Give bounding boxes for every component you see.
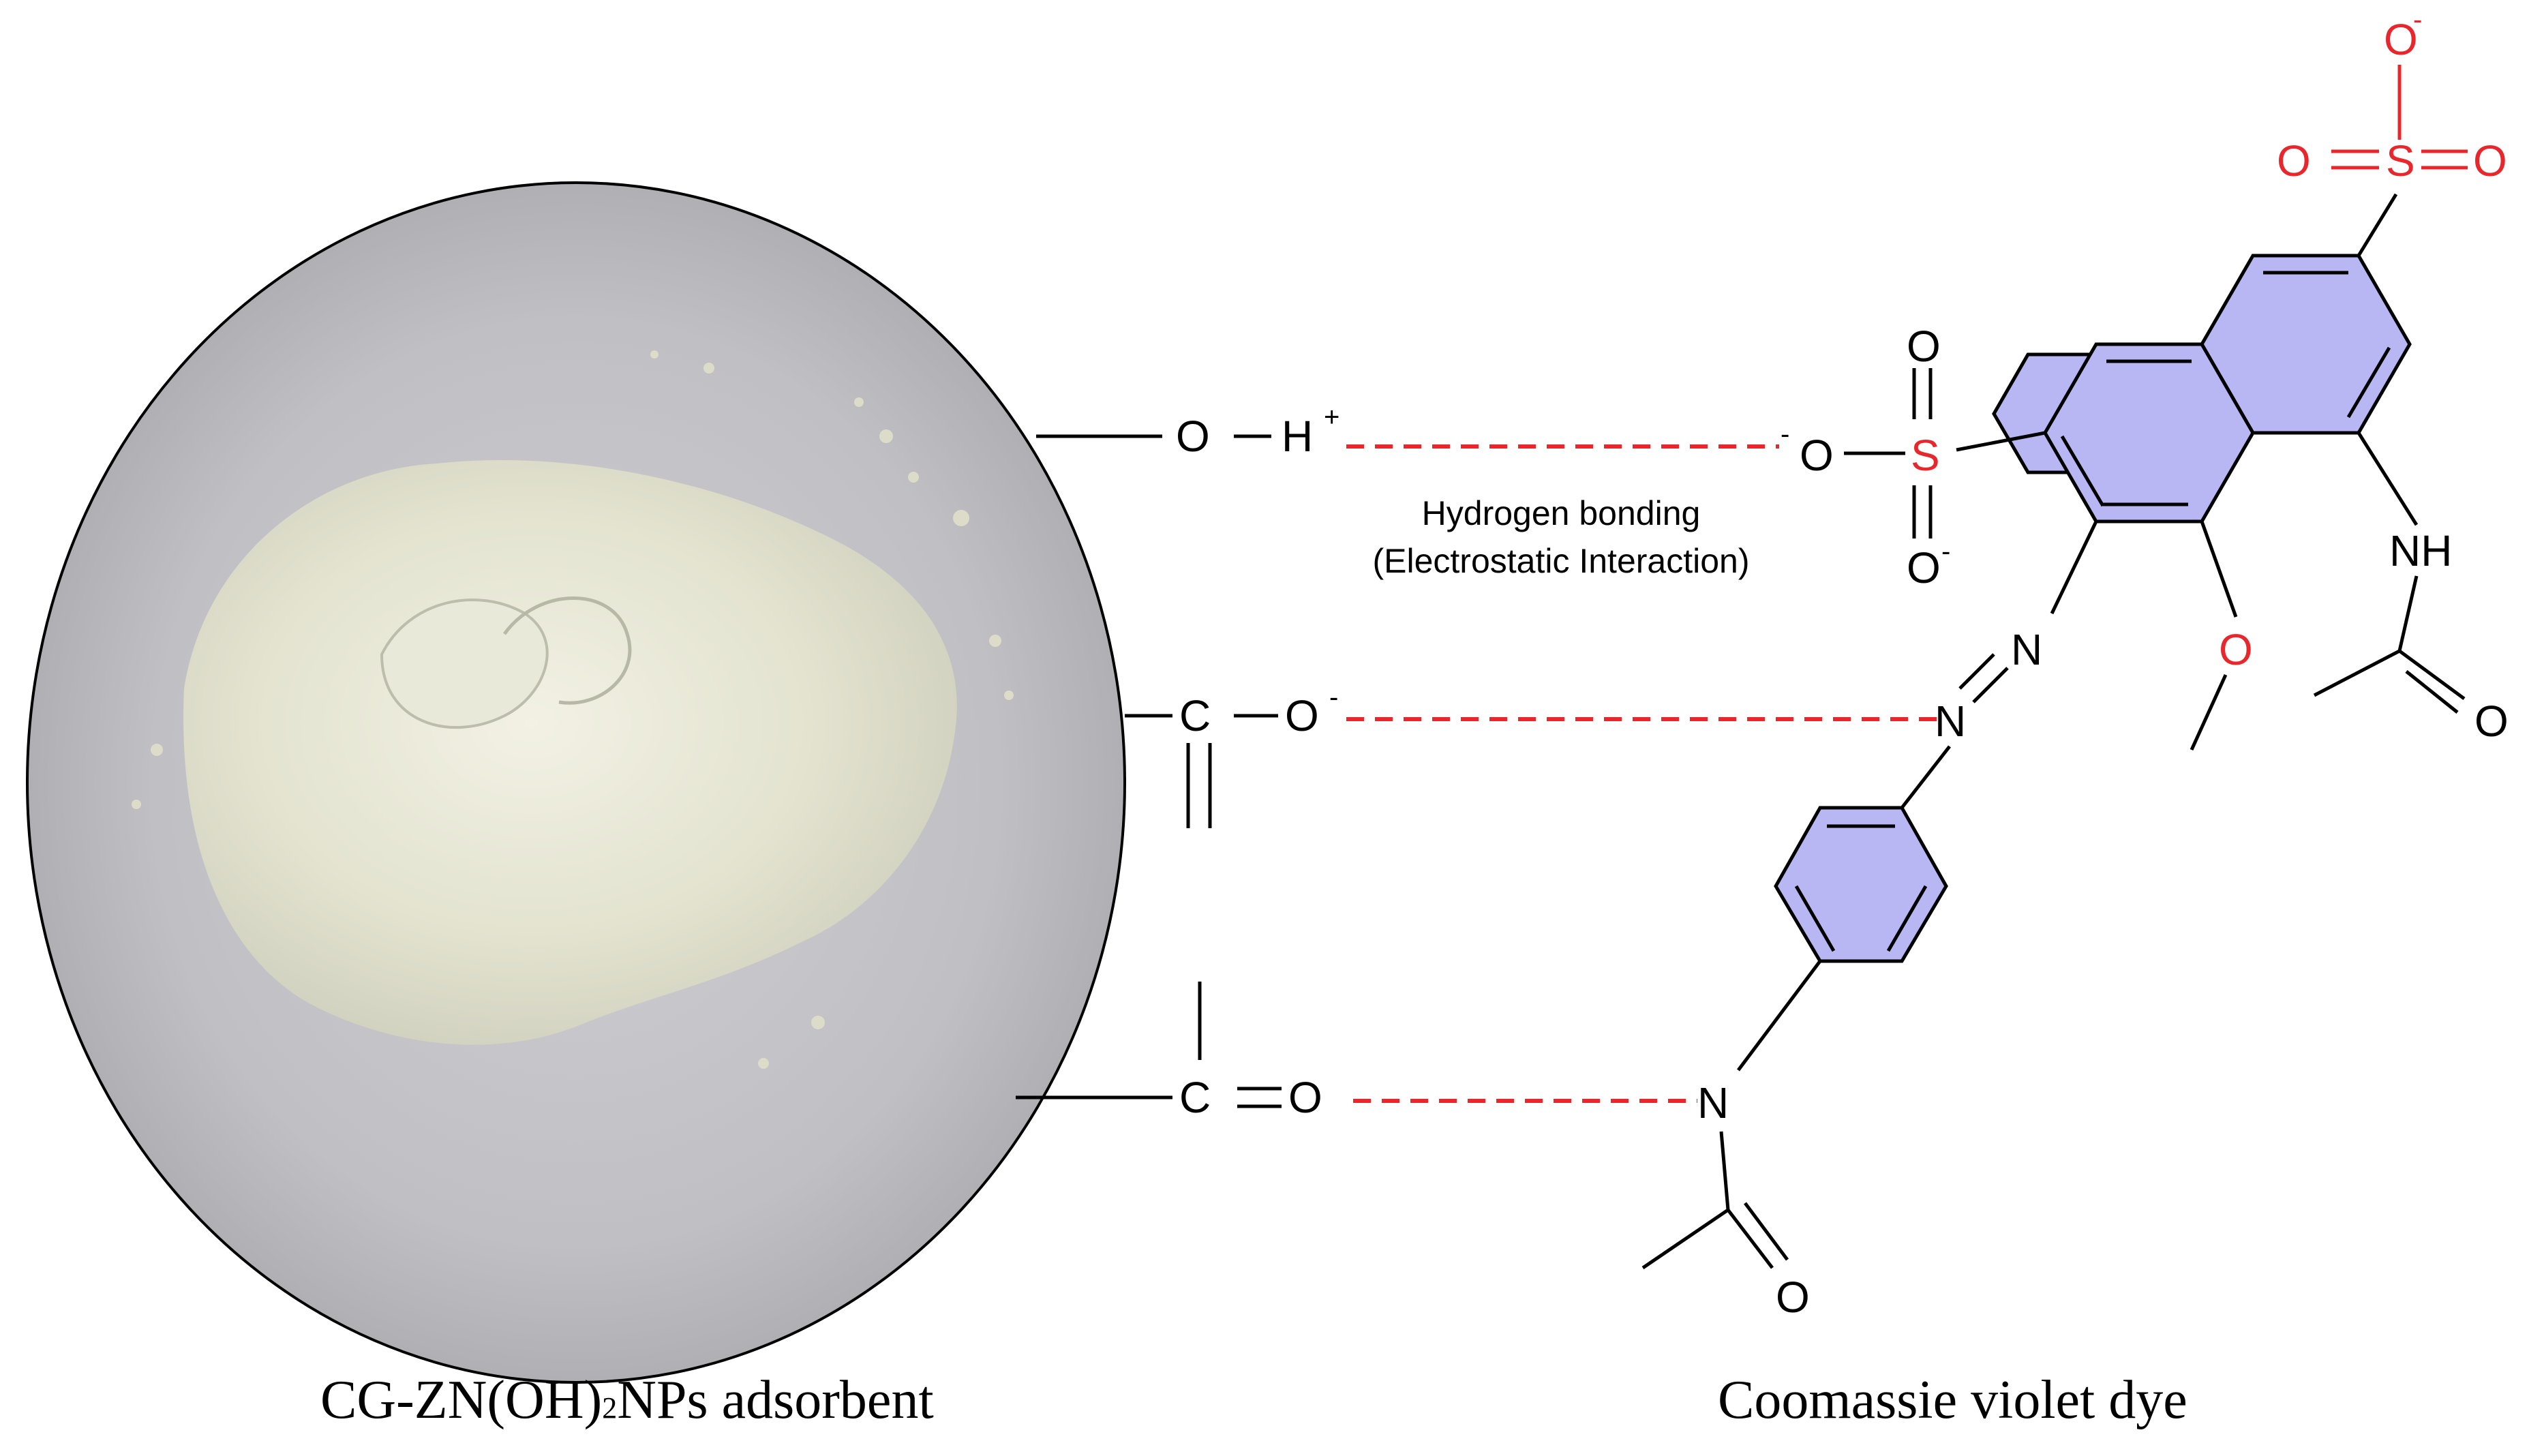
left-sulfonate-minus: - [1781, 419, 1789, 449]
adsorbent-photo [26, 181, 1126, 1384]
amide-nh: NH [2389, 526, 2452, 575]
amine-n: N [1697, 1078, 1729, 1127]
interaction-label-line2: (Electrostatic Interaction) [1373, 542, 1750, 580]
carboxylate-o: O [1285, 691, 1319, 740]
amide-o: O [2474, 697, 2509, 746]
left-sulfonate-s: S [1911, 431, 1940, 480]
adsorbent-caption: CG-ZN(OH)2NPs adsorbent [320, 1370, 934, 1430]
phenyl-ring [1774, 806, 1948, 963]
hydroxyl-o: O [1176, 412, 1210, 461]
carboxylate-charge: - [1329, 682, 1338, 712]
carboxylate-c: C [1179, 691, 1211, 740]
azo-n1: N [2011, 625, 2042, 674]
powder-ridge [502, 596, 632, 705]
powder-grains [132, 350, 1014, 1069]
powder-heap [183, 459, 957, 1045]
hydroxyl-charge: + [1324, 402, 1339, 432]
interaction-label-line1: Hydrogen bonding [1422, 494, 1701, 532]
top-sulfonate-o-minus: O [2384, 15, 2418, 64]
left-sulfonate-o-top: O [1907, 322, 1941, 371]
hydroxyl-group: O H + [1036, 402, 1339, 461]
hydroxyl-h: H [1282, 412, 1313, 461]
azo-n2: N [1935, 697, 1966, 746]
top-sulfonate-minus: - [2413, 5, 2422, 35]
dye-structure: S O - O O S O - O O - NH O O [1641, 5, 2509, 1322]
top-sulfonate-o-right: O [2473, 136, 2507, 185]
left-sulfonate-o-bottom: O [1907, 543, 1941, 592]
carboxylate-group: C O - [1125, 682, 1338, 828]
carbonyl-o: O [1288, 1073, 1322, 1122]
acetyl-o: O [1776, 1273, 1810, 1322]
dye-caption: Coomassie violet dye [1718, 1370, 2187, 1430]
carbonyl-group: C O [1016, 982, 1322, 1122]
top-sulfonate-o-left: O [2277, 136, 2311, 185]
left-sulfonate-o-minus: O [1800, 431, 1834, 480]
carbonyl-c: C [1179, 1073, 1211, 1122]
top-sulfonate-s: S [2386, 136, 2415, 185]
left-sulfonate-o-bottom-minus: - [1941, 536, 1950, 566]
methoxy-o: O [2219, 625, 2253, 674]
